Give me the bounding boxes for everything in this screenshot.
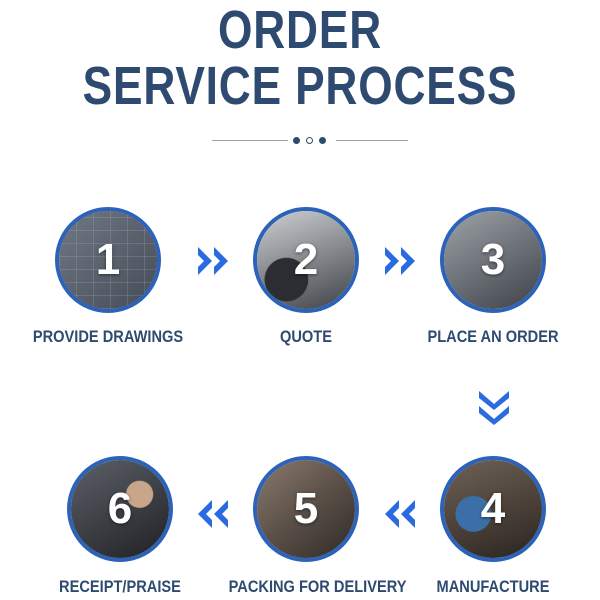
step-2-number: 2 xyxy=(257,211,355,309)
divider-dot-right xyxy=(319,137,326,144)
title-line-1: ORDER xyxy=(54,2,546,58)
arrow-left-icon xyxy=(380,498,416,530)
step-3-number: 3 xyxy=(444,211,542,309)
step-2-label: QUOTE xyxy=(229,327,384,347)
step-6-circle: 6 xyxy=(67,456,173,562)
divider-line-left xyxy=(212,140,288,141)
step-5-label: PACKING FOR DELIVERY xyxy=(229,577,384,597)
step-4-number: 4 xyxy=(444,460,542,558)
arrow-left-icon xyxy=(193,498,229,530)
step-3-label: PLACE AN ORDER xyxy=(416,327,571,347)
arrow-right-icon xyxy=(197,245,233,277)
step-2-circle: 2 xyxy=(253,207,359,313)
step-3-circle: 3 xyxy=(440,207,546,313)
divider-dot-center xyxy=(306,137,313,144)
divider-dot-left xyxy=(293,137,300,144)
step-1-circle: 1 xyxy=(55,207,161,313)
step-5-number: 5 xyxy=(257,460,355,558)
step-6-label: RECEIPT/PRAISE xyxy=(43,577,198,597)
step-6-number: 6 xyxy=(71,460,169,558)
step-1-label: PROVIDE DRAWINGS xyxy=(31,327,186,347)
step-4-label: MANUFACTURE xyxy=(416,577,571,597)
step-1-number: 1 xyxy=(59,211,157,309)
divider-line-right xyxy=(336,140,408,141)
arrow-down-icon xyxy=(477,390,511,426)
arrow-right-icon xyxy=(384,245,420,277)
step-4-circle: 4 xyxy=(440,456,546,562)
title-line-2: SERVICE PROCESS xyxy=(54,58,546,114)
step-5-circle: 5 xyxy=(253,456,359,562)
